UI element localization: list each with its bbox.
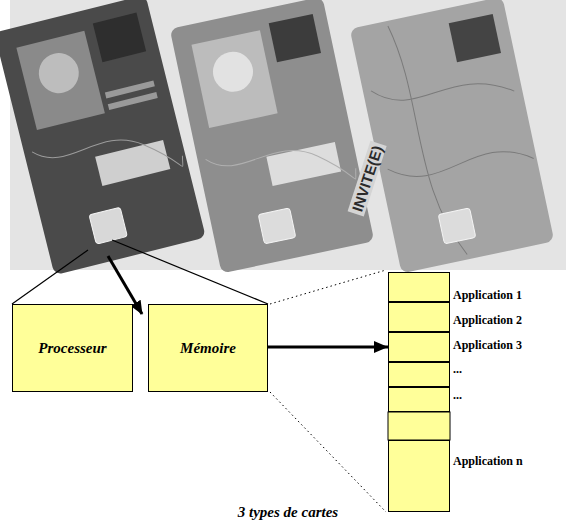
dotted-zoom-line [270,270,386,304]
memory-cell: ... [388,362,450,387]
memory-cell [388,412,450,440]
memory-cell: Application 2 [388,302,450,332]
connector-arrow [268,346,388,349]
component-box: Processeur [12,304,133,392]
figure-caption: 3 types de cartes [0,504,576,521]
application-label: ... [453,362,462,376]
application-label: ... [453,388,462,402]
memory-cell: Application 3 [388,332,450,362]
dotted-zoom-line [270,392,386,512]
application-label: Application n [453,454,523,468]
zoom-line [112,240,268,304]
card-2 [170,0,375,273]
memory-cell: Application n [388,440,450,512]
zoom-line [12,250,88,304]
application-label: Application 2 [453,313,522,327]
memory-cell: Application 1 [388,272,450,302]
memory-cell: ... [388,387,450,412]
component-label: Processeur [38,340,106,357]
application-label: Application 1 [453,288,522,302]
application-label: Application 3 [453,338,522,352]
component-box: Mémoire [148,304,268,392]
component-label: Mémoire [180,340,236,357]
card-3 [350,0,555,273]
